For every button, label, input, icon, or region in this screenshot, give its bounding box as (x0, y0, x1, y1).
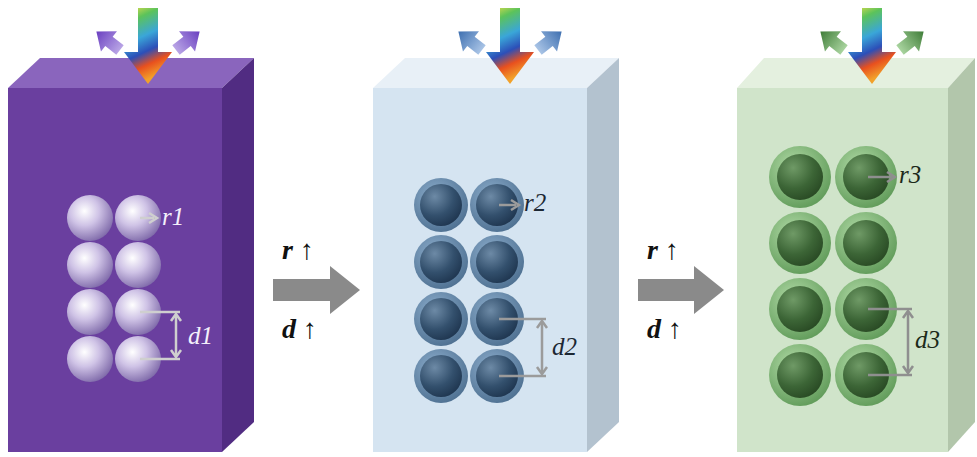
light-arrows (88, 8, 931, 84)
radius-label: r2 (524, 190, 546, 215)
radius-label: r1 (162, 204, 184, 229)
spacing-label: d3 (915, 327, 940, 352)
box-side (948, 58, 975, 452)
process-arrow (638, 266, 724, 314)
trend-label: r ↑ (647, 236, 679, 264)
box-top (8, 58, 254, 88)
trend-label: d ↑ (282, 315, 317, 343)
box-front (737, 88, 948, 452)
trend-label: d ↑ (647, 315, 682, 343)
box-side (587, 58, 619, 452)
box-front (8, 88, 222, 452)
sample-block: r3 d3 (737, 58, 975, 452)
process-arrow (273, 266, 360, 314)
spacing-label: d1 (188, 323, 213, 348)
radius-label: r3 (899, 162, 921, 187)
sphere-array (67, 195, 161, 382)
dimension-marker (140, 172, 913, 376)
spacing-label: d2 (552, 334, 577, 359)
box-side (222, 58, 254, 452)
sample-block: r1 d1 (8, 58, 254, 452)
sample-block: r2 d2 (373, 58, 619, 452)
trend-label: r ↑ (282, 236, 314, 264)
box-front (373, 88, 587, 452)
core-shell-array (414, 178, 524, 403)
core-shell-array (769, 146, 897, 406)
